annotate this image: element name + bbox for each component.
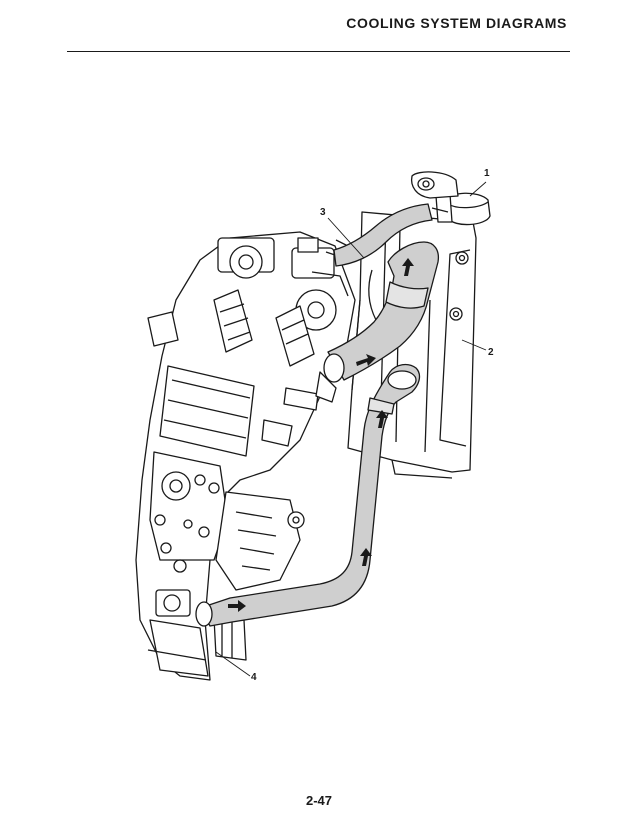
callout-3: 3 (320, 207, 326, 218)
callout-4: 4 (251, 672, 257, 683)
header-divider (67, 51, 570, 52)
radiator-cap (410, 171, 491, 226)
callout-2: 2 (488, 347, 494, 358)
page-title: COOLING SYSTEM DIAGRAMS (346, 15, 567, 31)
engine-block (135, 231, 356, 681)
flow-arrows (228, 258, 414, 612)
leader-lines (215, 181, 487, 677)
page-number: 2-47 (305, 793, 333, 808)
callout-1: 1 (484, 168, 490, 179)
